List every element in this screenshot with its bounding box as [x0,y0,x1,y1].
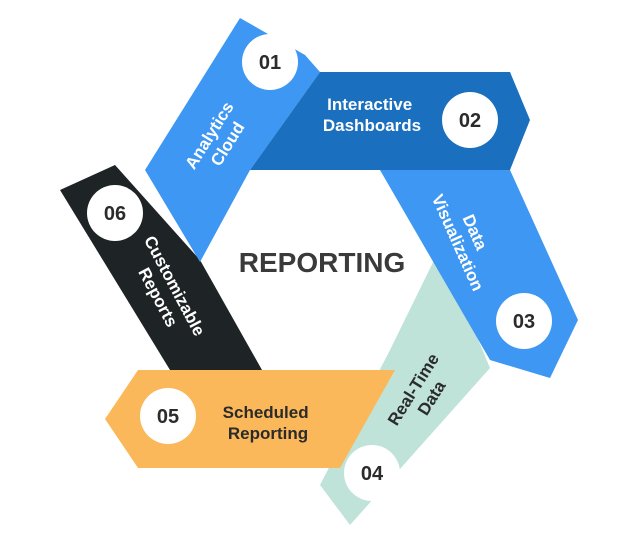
segment-02-label-line-2: Dashboards [323,116,421,135]
segment-06-number: 06 [104,203,126,225]
svg-text:Interactive Dashboards: Interactive Dashboards [323,95,421,135]
segment-01-number: 01 [259,52,281,74]
segment-06-number-badge: 06 [87,185,143,241]
segment-02-label: Interactive Dashboards [323,95,421,135]
segment-05-label: Scheduled Reporting [223,403,314,443]
segment-05-label-line-2: Reporting [228,424,308,443]
center-title: REPORTING [239,247,405,278]
segment-05-number-badge: 05 [140,388,196,444]
segment-02-number-badge: 02 [442,92,498,148]
segment-04-number: 04 [361,463,384,485]
segment-03-number: 03 [513,311,535,333]
segment-02-label-line-1: Interactive [327,95,412,114]
svg-text:Scheduled Reporting: Scheduled Reporting [223,403,314,443]
segment-01-number-badge: 01 [242,34,298,90]
segment-04-number-badge: 04 [344,445,400,501]
segment-05-number: 05 [157,406,179,428]
segment-05-label-line-1: Scheduled [223,403,309,422]
segment-02-number: 02 [459,110,481,132]
segment-03-number-badge: 03 [496,293,552,349]
